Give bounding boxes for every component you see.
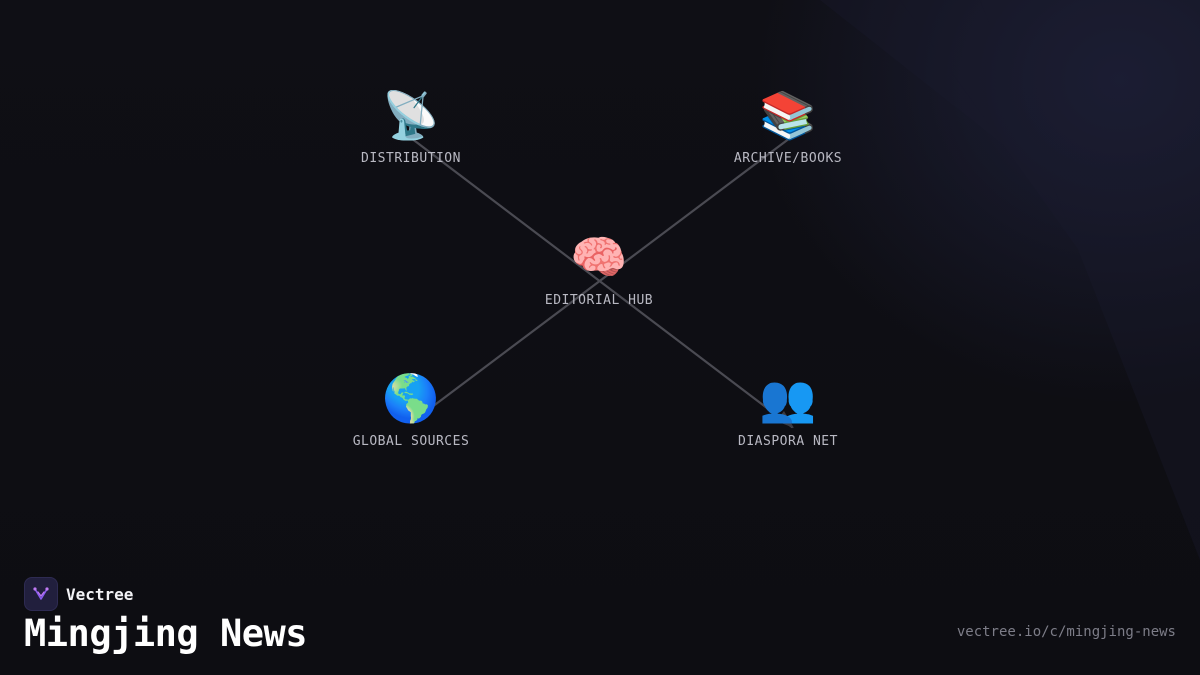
edge-arrowhead <box>776 411 794 428</box>
node-global-sources[interactable]: 🌎 GLOBAL SOURCES <box>321 368 501 449</box>
books-icon: 📚 <box>759 88 817 142</box>
page-url[interactable]: vectree.io/c/mingjing-news <box>956 624 1176 640</box>
edge-archive-global <box>426 136 792 412</box>
brain-icon: 🧠 <box>570 230 628 284</box>
node-distribution[interactable]: 📡 DISTRIBUTION <box>321 85 501 166</box>
vectree-logo-icon <box>24 577 58 611</box>
node-label-distribution: DISTRIBUTION <box>361 151 461 166</box>
node-editorial-hub[interactable]: 🧠 EDITORIAL HUB <box>509 227 689 308</box>
globe-icon: 🌎 <box>382 371 440 425</box>
node-label-global-sources: GLOBAL SOURCES <box>352 434 470 449</box>
page-title: Mingjing News <box>24 612 308 655</box>
node-label-editorial-hub: EDITORIAL HUB <box>544 293 654 308</box>
node-label-diaspora-net: DIASPORA NET <box>738 434 838 449</box>
brand-name: Vectree <box>66 584 134 604</box>
node-archive[interactable]: 📚 ARCHIVE/BOOKS <box>698 85 878 166</box>
node-label-archive: ARCHIVE/BOOKS <box>733 151 843 166</box>
edge-distribution-diaspora <box>409 136 794 429</box>
satellite-dish-icon: 📡 <box>382 88 440 142</box>
brand[interactable]: Vectree <box>24 577 133 611</box>
node-diaspora-net[interactable]: 👥 DIASPORA NET <box>698 368 878 449</box>
people-icon: 👥 <box>759 371 817 425</box>
